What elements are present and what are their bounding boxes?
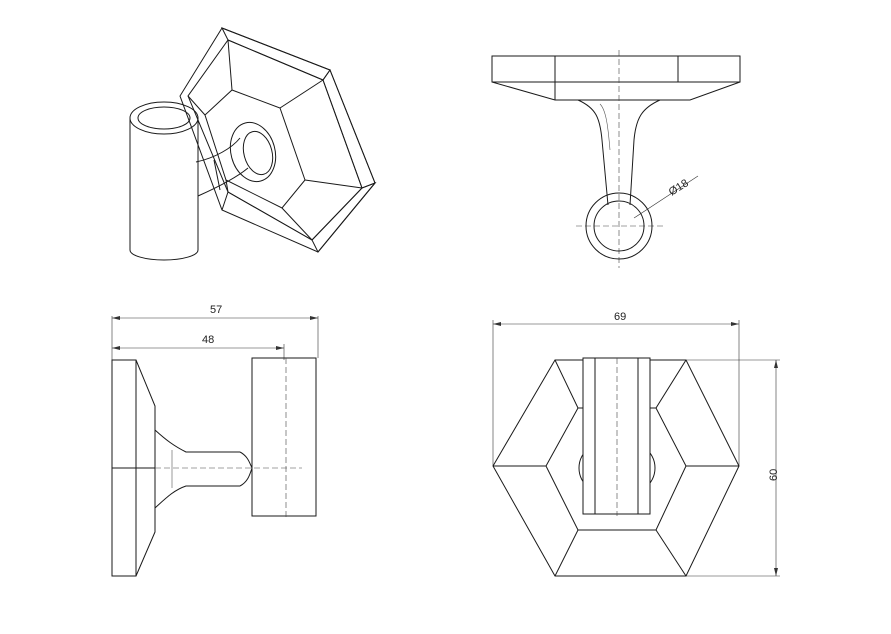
side-projection-label: 48: [202, 334, 214, 346]
side-view: 57 48: [111, 304, 319, 577]
side-total-length-label: 57: [210, 304, 222, 316]
tube-diameter-label: Ø18: [667, 177, 691, 198]
front-height-label: 60: [768, 469, 780, 481]
isometric-view: [129, 27, 377, 261]
top-view: Ø18: [491, 50, 741, 268]
front-view: 69 60: [492, 311, 780, 577]
front-width-label: 69: [614, 311, 626, 323]
